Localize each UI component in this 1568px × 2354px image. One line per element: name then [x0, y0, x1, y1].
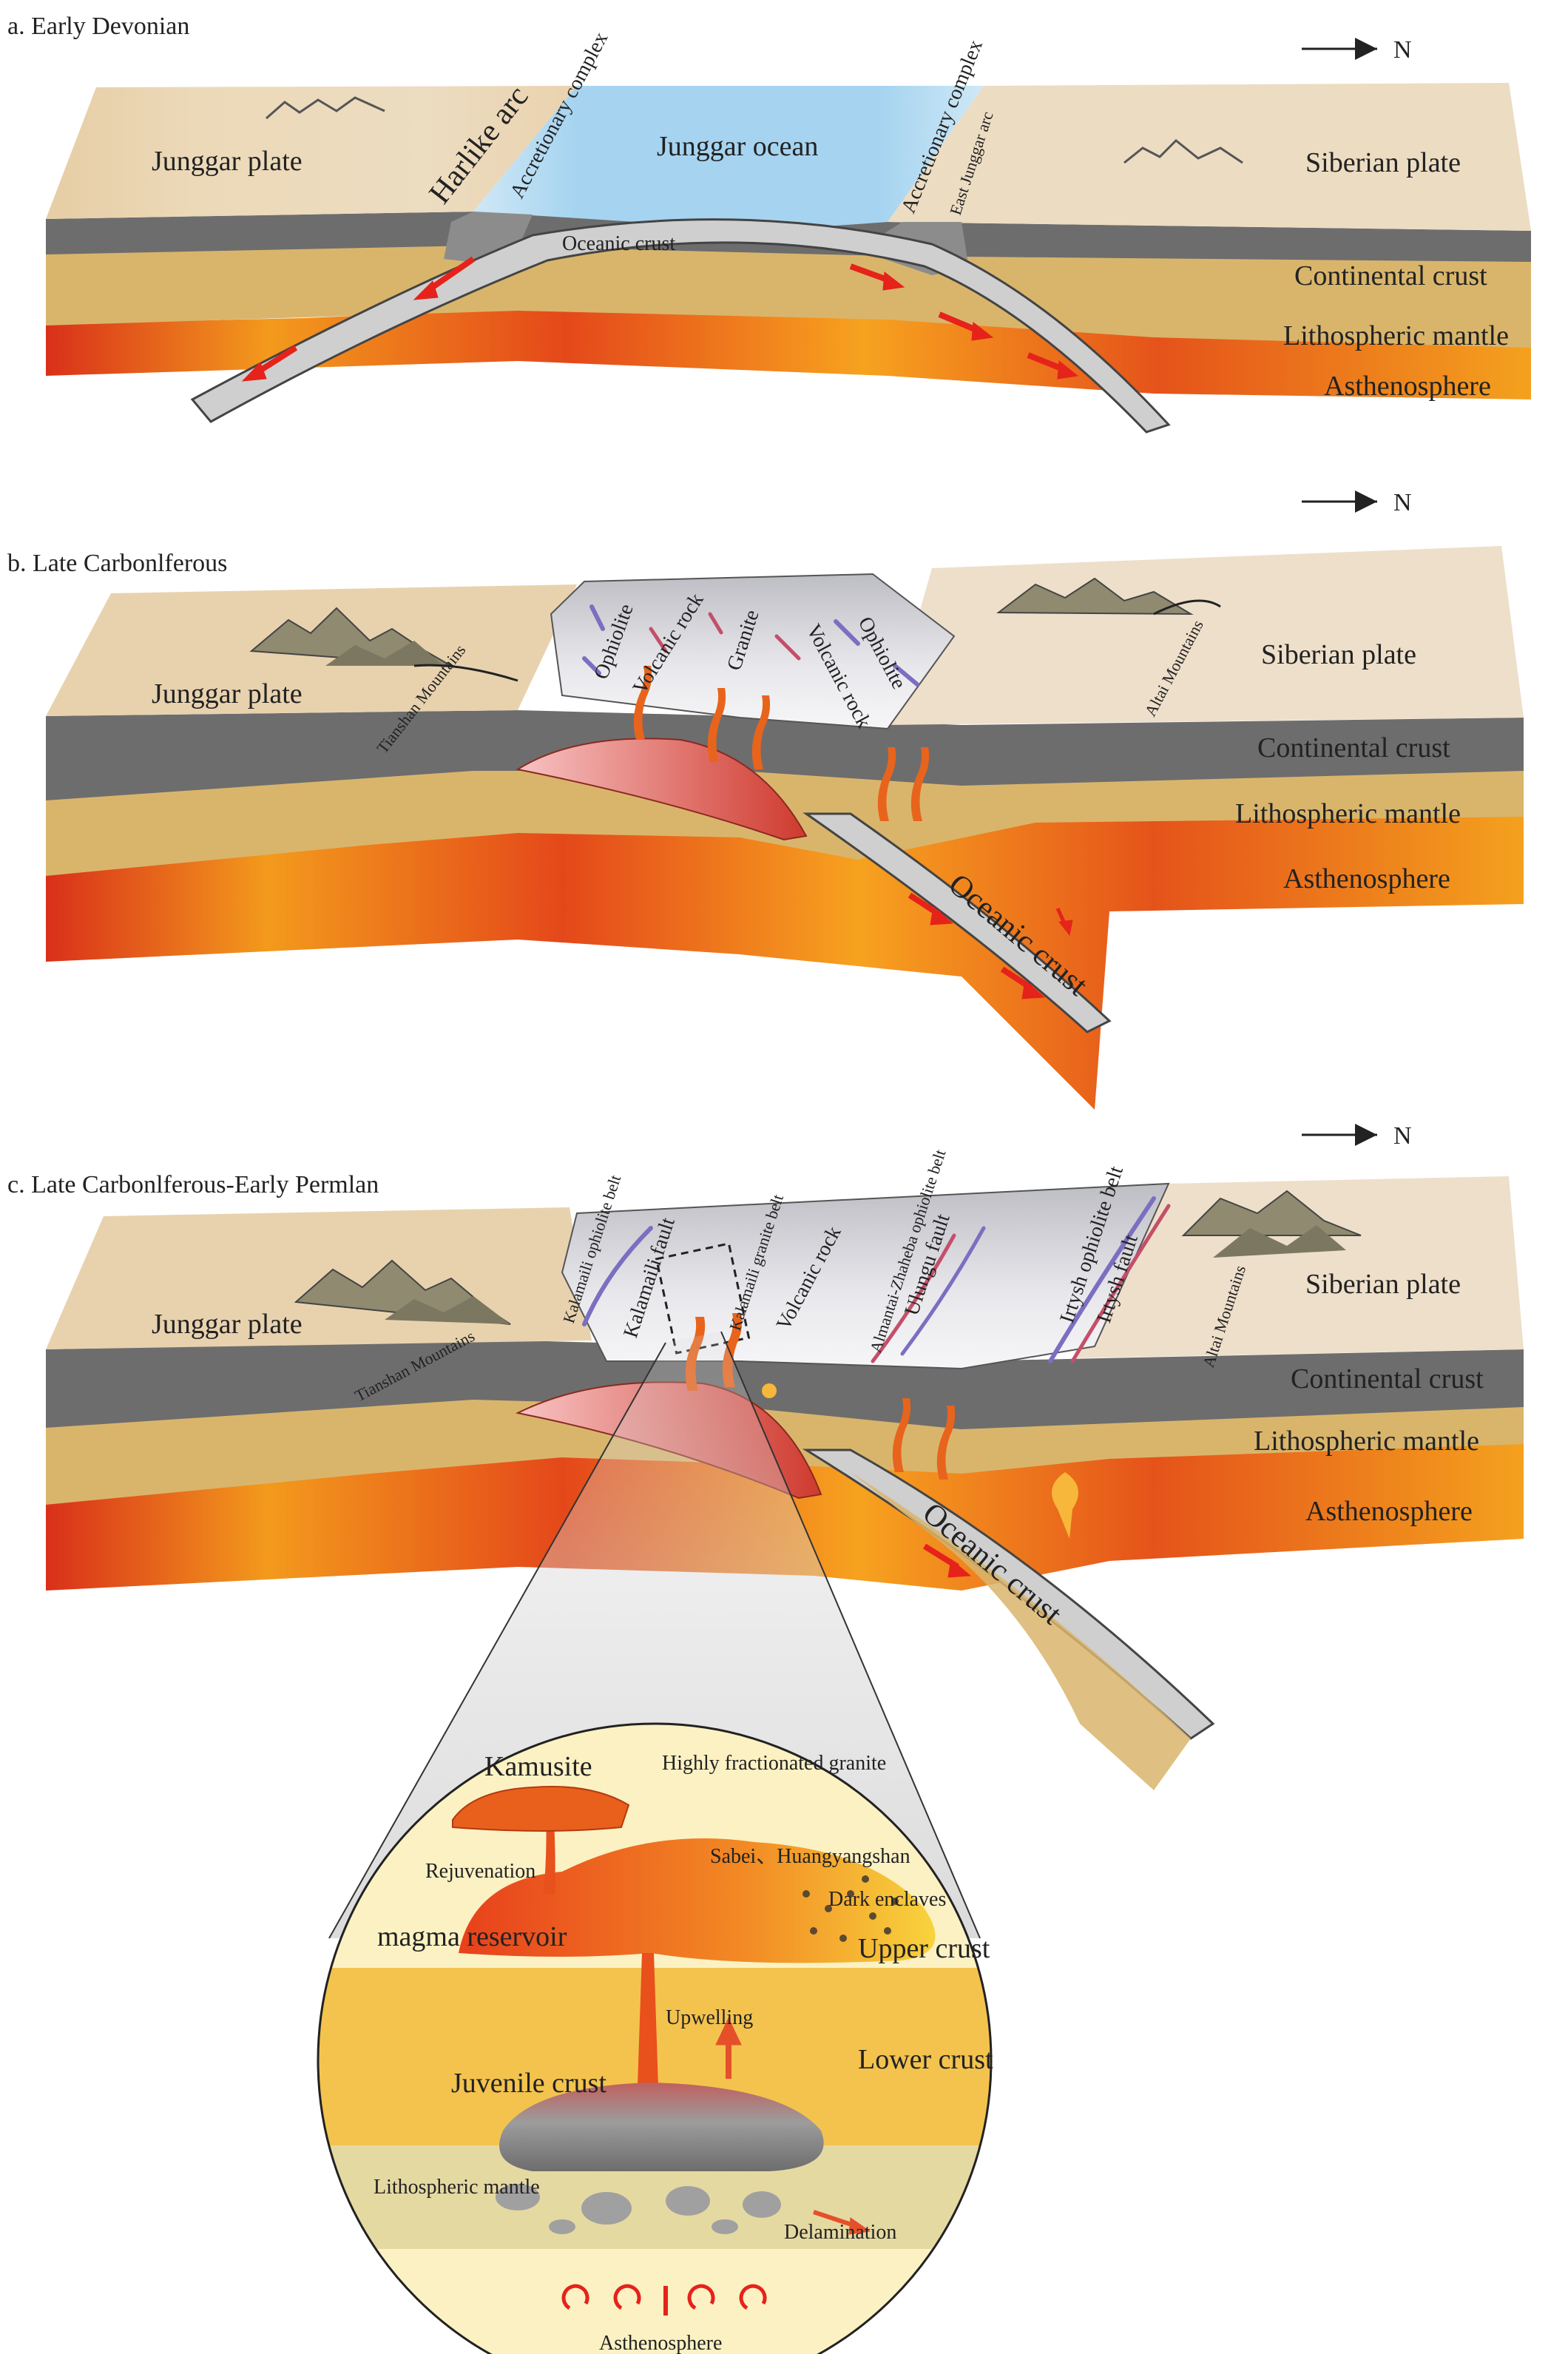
label-oceanic-crust-a: Oceanic crust — [562, 232, 675, 255]
junggar-plate-surface-c — [46, 1207, 592, 1349]
label-magma-reservoir: magma reservoir — [377, 1921, 567, 1952]
label-continental-crust-a: Continental crust — [1294, 260, 1487, 291]
label-junggar-plate-a: Junggar plate — [152, 146, 303, 177]
inset-circle-border — [317, 1722, 993, 2354]
altai-mountains-sketch-c — [1181, 1190, 1362, 1258]
altai-mountains-sketch-b — [996, 577, 1221, 616]
magma-droplets-c — [762, 1383, 1078, 1539]
asthenosphere-layer-a — [46, 309, 1531, 399]
label-lithospheric-mantle-b: Lithospheric mantle — [1235, 798, 1461, 829]
panel-c-title: c. Late Carbonlferous-Early Permlan — [7, 1171, 379, 1198]
tianshan-mountains-sketch-c — [294, 1259, 511, 1325]
siberian-plate-surface-b — [888, 546, 1524, 725]
delaminated-blocks — [496, 2184, 781, 2234]
north-arrow-b: N — [1302, 489, 1412, 516]
label-siberian-plate-a: Siberian plate — [1305, 147, 1461, 178]
label-upper-crust: Upper crust — [858, 1933, 990, 1964]
label-lithospheric-mantle-c: Lithospheric mantle — [1254, 1426, 1479, 1457]
mountain-sketch-left-a — [266, 96, 385, 120]
continental-crust-layer-c — [46, 1340, 1524, 1429]
label-lithospheric-mantle-a: Lithospheric mantle — [1283, 320, 1509, 351]
pluton-b — [516, 738, 808, 841]
ophiolite-belts-c — [582, 1196, 1171, 1363]
slab-tail-c — [851, 1472, 1191, 1790]
label-continental-crust-c: Continental crust — [1291, 1363, 1484, 1394]
label-lithospheric-mantle-inset: Lithospheric mantle — [374, 2176, 540, 2199]
mountain-sketch-right-a — [1123, 138, 1243, 164]
label-junggar-plate-c: Junggar plate — [152, 1309, 303, 1340]
continental-crust-layer-b — [46, 710, 1524, 800]
panel-b-title: b. Late Carbonlferous — [7, 550, 227, 577]
panel-a: a. Early Devonian N Jungg — [7, 13, 1531, 434]
subduction-arrows-b — [908, 892, 1073, 999]
oceanic-crust-slab-a — [190, 218, 1171, 434]
asthenosphere-convection-arrows — [561, 2284, 767, 2316]
oceanic-crust-slab-b — [802, 812, 1112, 1033]
magma-conduit — [638, 1953, 658, 2086]
dark-enclaves-dots — [802, 1875, 899, 1942]
lithospheric-mantle-layer-a — [46, 244, 1531, 348]
magma-plumes-b — [633, 666, 930, 821]
label-junggar-plate-b: Junggar plate — [152, 678, 303, 709]
siberian-plate-surface-c — [1072, 1176, 1524, 1358]
siberian-plate-surface-a — [888, 83, 1531, 231]
north-label-c: N — [1393, 1122, 1412, 1150]
north-label-a: N — [1393, 36, 1412, 64]
label-asthenosphere-inset: Asthenosphere — [599, 2332, 722, 2354]
label-kamusite: Kamusite — [484, 1751, 592, 1782]
label-juvenile-crust: Juvenile crust — [451, 2068, 606, 2099]
junggar-ocean-a — [473, 86, 984, 229]
ophiolite-streaks-b — [582, 604, 919, 687]
label-continental-crust-b: Continental crust — [1257, 732, 1450, 763]
label-delamination: Delamination — [784, 2221, 896, 2244]
label-asthenosphere-c: Asthenosphere — [1305, 1496, 1473, 1527]
rejuvenation-conduit — [544, 1812, 555, 1894]
label-rejuvenation: Rejuvenation — [425, 1860, 535, 1883]
label-highly-fractionated-granite: Highly fractionated granite — [662, 1752, 886, 1775]
upwelling-arrow — [715, 2017, 742, 2079]
label-junggar-ocean: Junggar ocean — [657, 131, 818, 162]
label-asthenosphere-b: Asthenosphere — [1283, 863, 1450, 894]
kamusite-body — [452, 1786, 630, 1832]
north-arrow-c: N — [1302, 1122, 1412, 1150]
label-dark-enclaves: Dark enclaves — [828, 1888, 946, 1911]
juvenile-crust-body — [499, 2082, 824, 2171]
asthenosphere-layer-b — [46, 814, 1524, 1110]
delamination-arrow — [813, 2210, 871, 2235]
panel-c: c. Late Carbonlferous-Early Permlan N — [7, 1122, 1524, 1939]
label-sabei-huangyangshan: Sabei、Huangyangshan — [710, 1845, 910, 1868]
junggar-plate-surface-a — [46, 86, 577, 219]
subduction-arrow-c — [922, 1543, 972, 1578]
north-arrow-a: N — [1302, 36, 1412, 64]
panel-a-title: a. Early Devonian — [7, 13, 189, 40]
label-lower-crust: Lower crust — [858, 2044, 993, 2075]
tianshan-mountains-sketch-b — [249, 607, 518, 682]
panel-b: b. Late Carbonlferous N — [7, 489, 1524, 1110]
north-label-b: N — [1393, 489, 1412, 516]
label-siberian-plate-b: Siberian plate — [1261, 639, 1416, 670]
label-asthenosphere-a: Asthenosphere — [1324, 371, 1491, 402]
subduction-arrows-a — [241, 256, 1079, 382]
label-upwelling: Upwelling — [666, 2006, 753, 2029]
label-siberian-plate-c: Siberian plate — [1305, 1269, 1461, 1300]
